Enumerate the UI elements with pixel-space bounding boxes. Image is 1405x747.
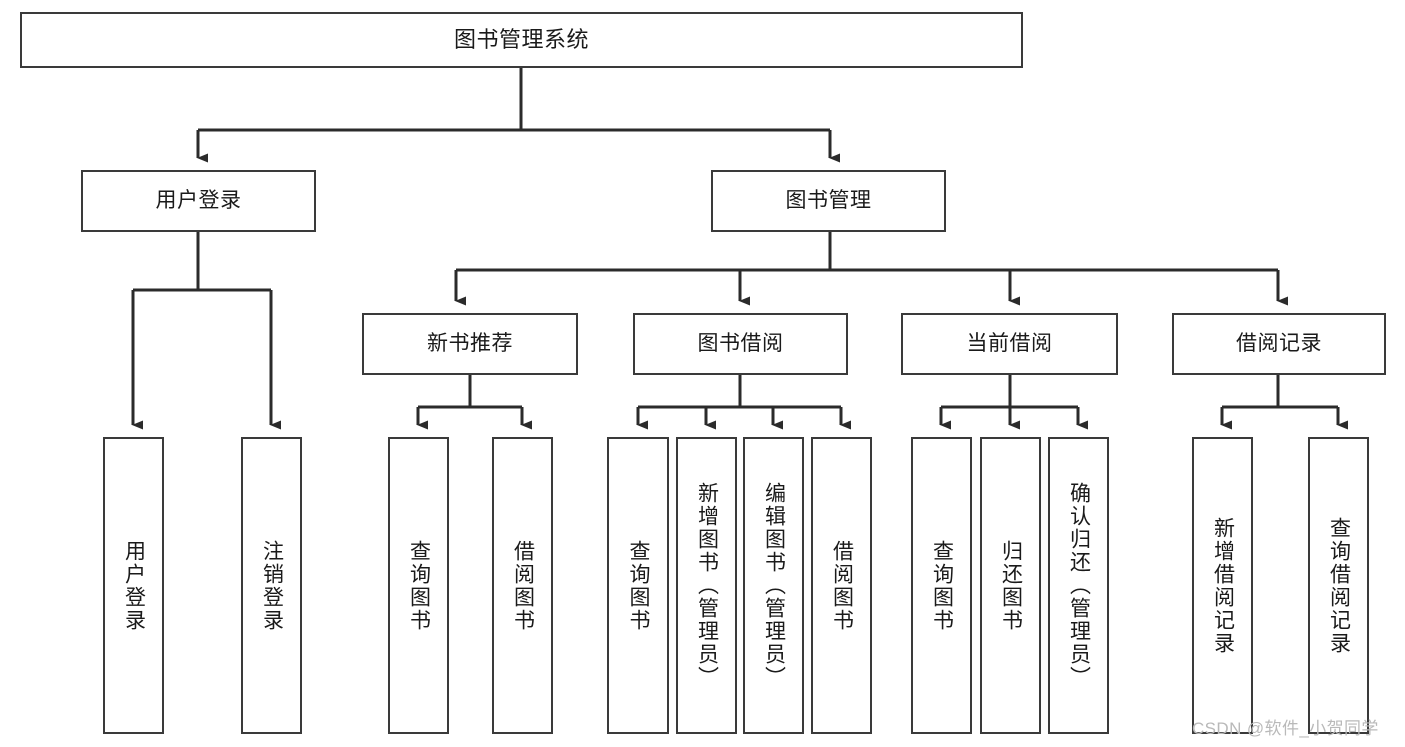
- node-label: 新书推荐: [427, 331, 513, 355]
- node-current-borrow[interactable]: 当前借阅: [901, 313, 1118, 375]
- node-label: 新增借阅记录: [1211, 516, 1235, 655]
- node-label: 查询图书: [407, 539, 431, 632]
- node-label: 用户登录: [155, 188, 242, 212]
- node-leaf-return-book[interactable]: 归还图书: [980, 437, 1041, 734]
- node-label: 归还图书: [999, 539, 1023, 632]
- node-leaf-add-borrow-record[interactable]: 新增借阅记录: [1192, 437, 1253, 734]
- node-label: 确认归还（管理员）: [1067, 482, 1091, 689]
- node-label: 新增图书（管理员）: [695, 482, 719, 689]
- node-label: 借阅图书: [511, 539, 535, 632]
- node-label: 当前借阅: [966, 331, 1053, 355]
- node-leaf-borrow-book[interactable]: 借阅图书: [811, 437, 872, 734]
- node-leaf-query-book-recommend[interactable]: 查询图书: [388, 437, 449, 734]
- node-label: 查询借阅记录: [1327, 516, 1351, 655]
- node-label: 借阅记录: [1236, 331, 1322, 355]
- node-leaf-query-book-current[interactable]: 查询图书: [911, 437, 972, 734]
- node-new-book-recommend[interactable]: 新书推荐: [362, 313, 578, 375]
- node-leaf-confirm-return[interactable]: 确认归还（管理员）: [1048, 437, 1109, 734]
- node-user-login[interactable]: 用户登录: [81, 170, 316, 232]
- node-root-book-management-system[interactable]: 图书管理系统: [20, 12, 1023, 68]
- node-leaf-borrow-book-recommend[interactable]: 借阅图书: [492, 437, 553, 734]
- node-label: 注销登录: [260, 539, 284, 632]
- node-leaf-edit-book[interactable]: 编辑图书（管理员）: [743, 437, 804, 734]
- node-label: 查询图书: [627, 539, 651, 632]
- node-leaf-query-borrow-record[interactable]: 查询借阅记录: [1308, 437, 1369, 734]
- node-label: 图书管理系统: [453, 27, 589, 53]
- node-leaf-logout[interactable]: 注销登录: [241, 437, 302, 734]
- node-label: 借阅图书: [830, 539, 854, 632]
- csdn-watermark: CSDN @软件_小贺同学: [1192, 719, 1379, 738]
- node-label: 图书管理: [785, 188, 872, 212]
- node-borrow-record[interactable]: 借阅记录: [1172, 313, 1386, 375]
- node-label: 查询图书: [930, 539, 954, 632]
- node-book-management[interactable]: 图书管理: [711, 170, 946, 232]
- node-label: 图书借阅: [697, 331, 784, 355]
- node-leaf-query-book-borrow[interactable]: 查询图书: [607, 437, 669, 734]
- node-book-borrow[interactable]: 图书借阅: [633, 313, 848, 375]
- node-label: 编辑图书（管理员）: [762, 482, 786, 689]
- node-leaf-user-login[interactable]: 用户登录: [103, 437, 164, 734]
- node-label: 用户登录: [122, 539, 146, 632]
- node-leaf-add-book[interactable]: 新增图书（管理员）: [676, 437, 737, 734]
